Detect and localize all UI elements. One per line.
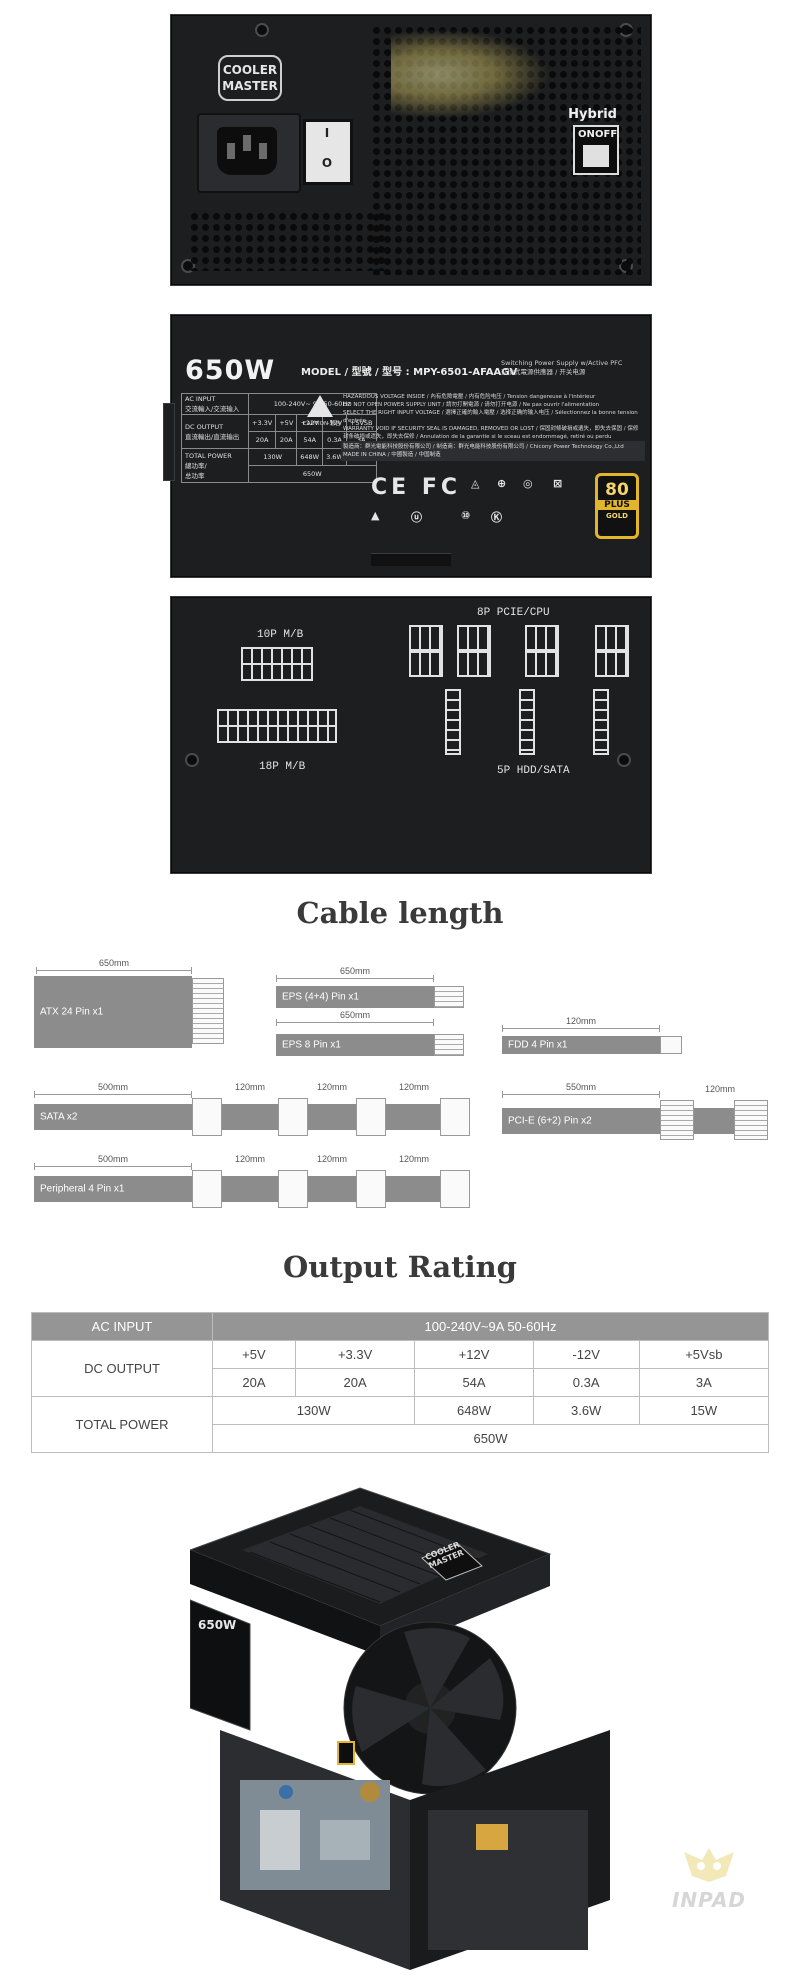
label-10p-mb: 10P M/B bbox=[257, 629, 304, 641]
cooler-master-logo: COOLER MASTER bbox=[218, 55, 282, 101]
connector-18p bbox=[217, 709, 337, 743]
eac-mark-icon: ⊕ bbox=[497, 477, 507, 490]
total-watts: 650W bbox=[212, 1424, 769, 1453]
psu-back-panel: COOLER MASTER I O Hybrid ON OFF bbox=[170, 14, 652, 286]
pcie-gap: 120mm bbox=[704, 1084, 735, 1094]
pcie-plug-1 bbox=[660, 1100, 694, 1140]
certification-marks: CE FC bbox=[371, 475, 462, 500]
sata-cable: SATA x2 bbox=[34, 1104, 192, 1130]
sata-plug-2 bbox=[278, 1098, 308, 1136]
connector-8p-4 bbox=[595, 625, 629, 677]
model-number: MODEL / 型號 / 型号 : MPY-6501-AFAAGV bbox=[301, 367, 518, 378]
peripheral-plug-4 bbox=[440, 1170, 470, 1208]
output-rating-title: Output Rating bbox=[283, 1250, 517, 1284]
sata-plug-4 bbox=[440, 1098, 470, 1136]
peripheral-gap-2: 120mm bbox=[316, 1154, 347, 1164]
ac-input-value: 100-240V~9A 50-60Hz bbox=[212, 1312, 769, 1341]
inpad-watermark: INPAD bbox=[664, 1846, 754, 1936]
connector-8p-2 bbox=[457, 625, 491, 677]
manufacturer-text: 製造商：群光電能科技股份有限公司 / 制造商：群光电能科技股份有限公司 / Ch… bbox=[341, 441, 645, 461]
eps44-cable: EPS (4+4) Pin x1 bbox=[276, 986, 434, 1008]
warning-text: HAZARDOUS VOLTAGE INSIDE / 內有危險電壓 / 内有危险… bbox=[343, 394, 639, 440]
screw-icon bbox=[185, 753, 199, 767]
hybrid-label: Hybrid bbox=[568, 107, 617, 122]
psu-3d-illustration bbox=[188, 1487, 610, 1970]
sata-gap-2: 120mm bbox=[316, 1082, 347, 1092]
connector-5p-2 bbox=[519, 689, 535, 755]
atx-cable: ATX 24 Pin x1 bbox=[34, 976, 192, 1048]
peripheral-plug-2 bbox=[278, 1170, 308, 1208]
caution-label: CAUTION 警告 bbox=[303, 421, 341, 427]
caution-icon bbox=[307, 395, 333, 417]
peripheral-plug-1 bbox=[192, 1170, 222, 1208]
connector-5p-1 bbox=[445, 689, 461, 755]
screw-icon bbox=[255, 23, 269, 37]
eps8-dim-label: 650mm bbox=[339, 1010, 370, 1020]
label-5p-hdd: 5P HDD/SATA bbox=[497, 765, 570, 777]
fdd-dim-label: 120mm bbox=[565, 1016, 596, 1026]
hybrid-on-label: ON bbox=[578, 129, 595, 140]
hybrid-off-label: OFF bbox=[595, 129, 618, 140]
ul-mark-icon: ⓤ bbox=[411, 511, 422, 524]
connector-5p-3 bbox=[593, 689, 609, 755]
connector-8p-3 bbox=[525, 625, 559, 677]
connector-8p-1 bbox=[409, 625, 443, 677]
peripheral-gap-3: 120mm bbox=[398, 1154, 429, 1164]
80-plus-gold-badge: 80 PLUS GOLD bbox=[595, 473, 639, 539]
pcie-plug-2 bbox=[734, 1100, 768, 1140]
atx-dim-label: 650mm bbox=[98, 958, 129, 968]
eps44-plug bbox=[434, 986, 464, 1008]
psu-modular-panel: 10P M/B 18P M/B 8P PCIE/CPU 5P HDD/SATA bbox=[170, 596, 652, 874]
sata-gap-1: 120mm bbox=[234, 1082, 265, 1092]
triangle-mark-icon: ▲ bbox=[371, 509, 380, 522]
ccc-mark-icon: ◎ bbox=[523, 477, 533, 490]
pcie-cable: PCI-E (6+2) Pin x2 bbox=[502, 1108, 660, 1134]
fdd-plug bbox=[660, 1036, 682, 1054]
sata-plug-3 bbox=[356, 1098, 386, 1136]
label-8p-pcie: 8P PCIE/CPU bbox=[477, 607, 550, 619]
sata-dim-label: 500mm bbox=[97, 1082, 128, 1092]
wattage-label: 650W bbox=[185, 355, 276, 386]
total-power-label: TOTAL POWER bbox=[31, 1396, 213, 1453]
label-18p-mb: 18P M/B bbox=[259, 761, 306, 773]
peripheral-gap-1: 120mm bbox=[234, 1154, 265, 1164]
connector-10p bbox=[241, 647, 313, 681]
kc-mark-icon: Ⓚ bbox=[491, 511, 502, 524]
hybrid-fan-button[interactable]: ON OFF bbox=[573, 125, 619, 175]
switch-off-label: O bbox=[321, 156, 333, 170]
sata-gap-3: 120mm bbox=[398, 1082, 429, 1092]
product-wattage: 650W bbox=[198, 1618, 237, 1632]
cable-length-title: Cable length bbox=[296, 896, 504, 930]
power-rocker-switch[interactable]: I O bbox=[303, 119, 353, 185]
smps-description: Switching Power Supply w/Active PFC 交換式電… bbox=[501, 359, 623, 376]
switch-on-label: I bbox=[324, 126, 330, 140]
screw-icon bbox=[617, 753, 631, 767]
eps8-plug bbox=[434, 1034, 464, 1056]
recycle-10-icon: ⑩ bbox=[461, 509, 471, 522]
psu-exploded-view: 650W COOLER MASTER bbox=[188, 1480, 630, 1970]
peripheral-cable: Peripheral 4 Pin x1 bbox=[34, 1176, 192, 1202]
vent-mesh bbox=[189, 211, 389, 271]
atx-plug bbox=[192, 978, 224, 1044]
ac-input-label: AC INPUT bbox=[31, 1312, 213, 1341]
eps8-cable: EPS 8 Pin x1 bbox=[276, 1034, 434, 1056]
eps44-dim-label: 650mm bbox=[339, 966, 370, 976]
inpad-owl-icon bbox=[684, 1848, 734, 1882]
pcie-dim-label: 550mm bbox=[565, 1082, 596, 1092]
dc-output-label: DC OUTPUT bbox=[31, 1340, 213, 1397]
ac-power-socket bbox=[197, 113, 301, 193]
psu-spec-label-panel: 650W MODEL / 型號 / 型号 : MPY-6501-AFAAGV S… bbox=[163, 314, 652, 578]
fdd-cable: FDD 4 Pin x1 bbox=[502, 1036, 660, 1054]
peripheral-dim-label: 500mm bbox=[97, 1154, 128, 1164]
rcm-mark-icon: ◬ bbox=[471, 477, 480, 490]
fan-reflection bbox=[391, 29, 551, 119]
peripheral-plug-3 bbox=[356, 1170, 386, 1208]
output-rating-table: AC INPUT 100-240V~9A 50-60Hz DC OUTPUT +… bbox=[31, 1312, 770, 1453]
sata-plug-1 bbox=[192, 1098, 222, 1136]
weee-bin-icon: ⊠ bbox=[553, 477, 563, 490]
